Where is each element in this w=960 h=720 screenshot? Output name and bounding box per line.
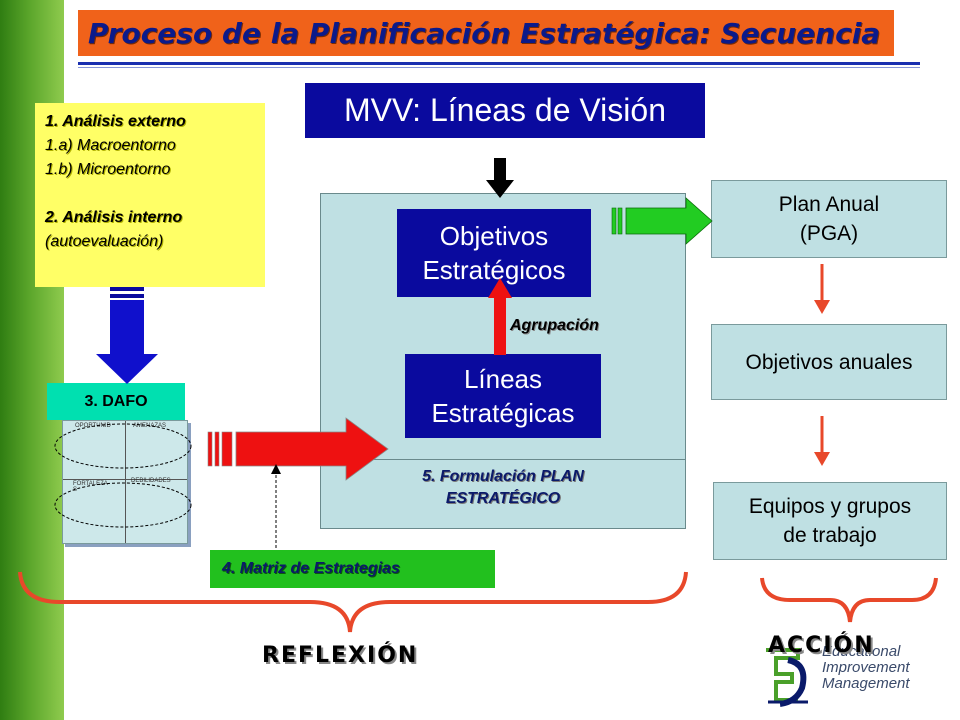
logo-line1: Educational — [822, 643, 901, 660]
black-down-arrow — [486, 158, 514, 198]
analysis-micro: 1.b) Microentorno — [45, 161, 171, 178]
analysis-self-eval: (autoevaluación) — [45, 233, 164, 250]
objetivos-anuales-box: Objetivos anuales — [711, 324, 947, 400]
dafo-cell-fortalezas: FORTALEZA S — [73, 481, 108, 493]
analysis-box: 1. Análisis externo 1.a) Macroentorno 1.… — [35, 103, 265, 287]
dafo-label: 3. DAFO — [47, 383, 185, 420]
dafo-horizontal-line — [63, 479, 187, 480]
lineas-estrategicas-box: Líneas Estratégicas — [405, 354, 601, 438]
accion-brace — [760, 577, 938, 623]
agrupacion-label: Agrupación — [510, 317, 599, 334]
dafo-oval-bottom — [54, 482, 192, 528]
plan-anual-box: Plan Anual (PGA) — [711, 180, 947, 258]
analysis-macro: 1.a) Macroentorno — [45, 137, 176, 154]
page-title: Proceso de la Planificación Estratégica:… — [88, 16, 881, 50]
mvv-label: MVV: Líneas de Visión — [344, 92, 666, 128]
logo-line2: Improvement — [822, 659, 910, 676]
lineas-line1: Líneas — [463, 364, 543, 394]
accion-label: ACCIÓN — [768, 633, 875, 658]
dafo-vertical-line — [125, 421, 126, 543]
title-underline-thin — [78, 67, 920, 68]
formulacion-plan-label: 5. Formulación PLAN ESTRATÉGICO — [322, 466, 684, 510]
title-underline — [78, 62, 920, 65]
eim-logo-mark — [758, 640, 820, 715]
analysis-external: 1. Análisis externo — [45, 113, 186, 130]
title-banner: Proceso de la Planificación Estratégica:… — [78, 10, 894, 56]
equipos-line2: de trabajo — [783, 524, 877, 547]
plan-anual-line2: (PGA) — [799, 222, 859, 245]
logo-line3: Management — [822, 675, 910, 692]
equipos-line1: Equipos y grupos — [748, 495, 912, 518]
dafo-cell-debilidades: DEBILIDADES — [131, 478, 171, 484]
formulacion-line2: ESTRATÉGICO — [445, 490, 561, 507]
plan-anual-line1: Plan Anual — [778, 193, 880, 216]
orange-down-arrow-2 — [814, 416, 830, 466]
dafo-oval-top — [54, 423, 192, 469]
red-right-arrow — [207, 417, 389, 481]
objetivos-line1: Objetivos — [439, 221, 549, 251]
objetivos-line2: Estratégicos — [422, 255, 566, 285]
reflexion-brace — [18, 571, 688, 633]
analysis-internal: 2. Análisis interno — [45, 209, 183, 226]
green-right-arrow — [611, 197, 713, 245]
lineas-line2: Estratégicas — [431, 398, 575, 428]
formulacion-line1: 5. Formulación PLAN — [422, 468, 584, 485]
matriz-estrategias-box: 4. Matriz de Estrategias — [210, 550, 495, 588]
matriz-label: 4. Matriz de Estrategias — [222, 560, 400, 577]
mvv-vision-box: MVV: Líneas de Visión — [305, 83, 705, 138]
objetivos-anuales-label: Objetivos anuales — [745, 350, 913, 374]
reflexion-label: REFLEXIÓN — [262, 643, 419, 668]
dashed-up-arrow — [271, 464, 281, 548]
panel-divider — [320, 459, 686, 460]
red-up-arrow — [488, 278, 512, 355]
dafo-matrix: OPORTUNID AMENAZAS FORTALEZA S DEBILIDAD… — [62, 420, 188, 544]
eim-logo: Educational Improvement Management — [758, 640, 938, 715]
blue-down-arrow — [96, 287, 158, 384]
equipos-box: Equipos y grupos de trabajo — [713, 482, 947, 560]
dafo-label-text: 3. DAFO — [84, 392, 148, 410]
objetivos-estrategicos-box: Objetivos Estratégicos — [397, 209, 591, 297]
orange-down-arrow-1 — [814, 264, 830, 314]
